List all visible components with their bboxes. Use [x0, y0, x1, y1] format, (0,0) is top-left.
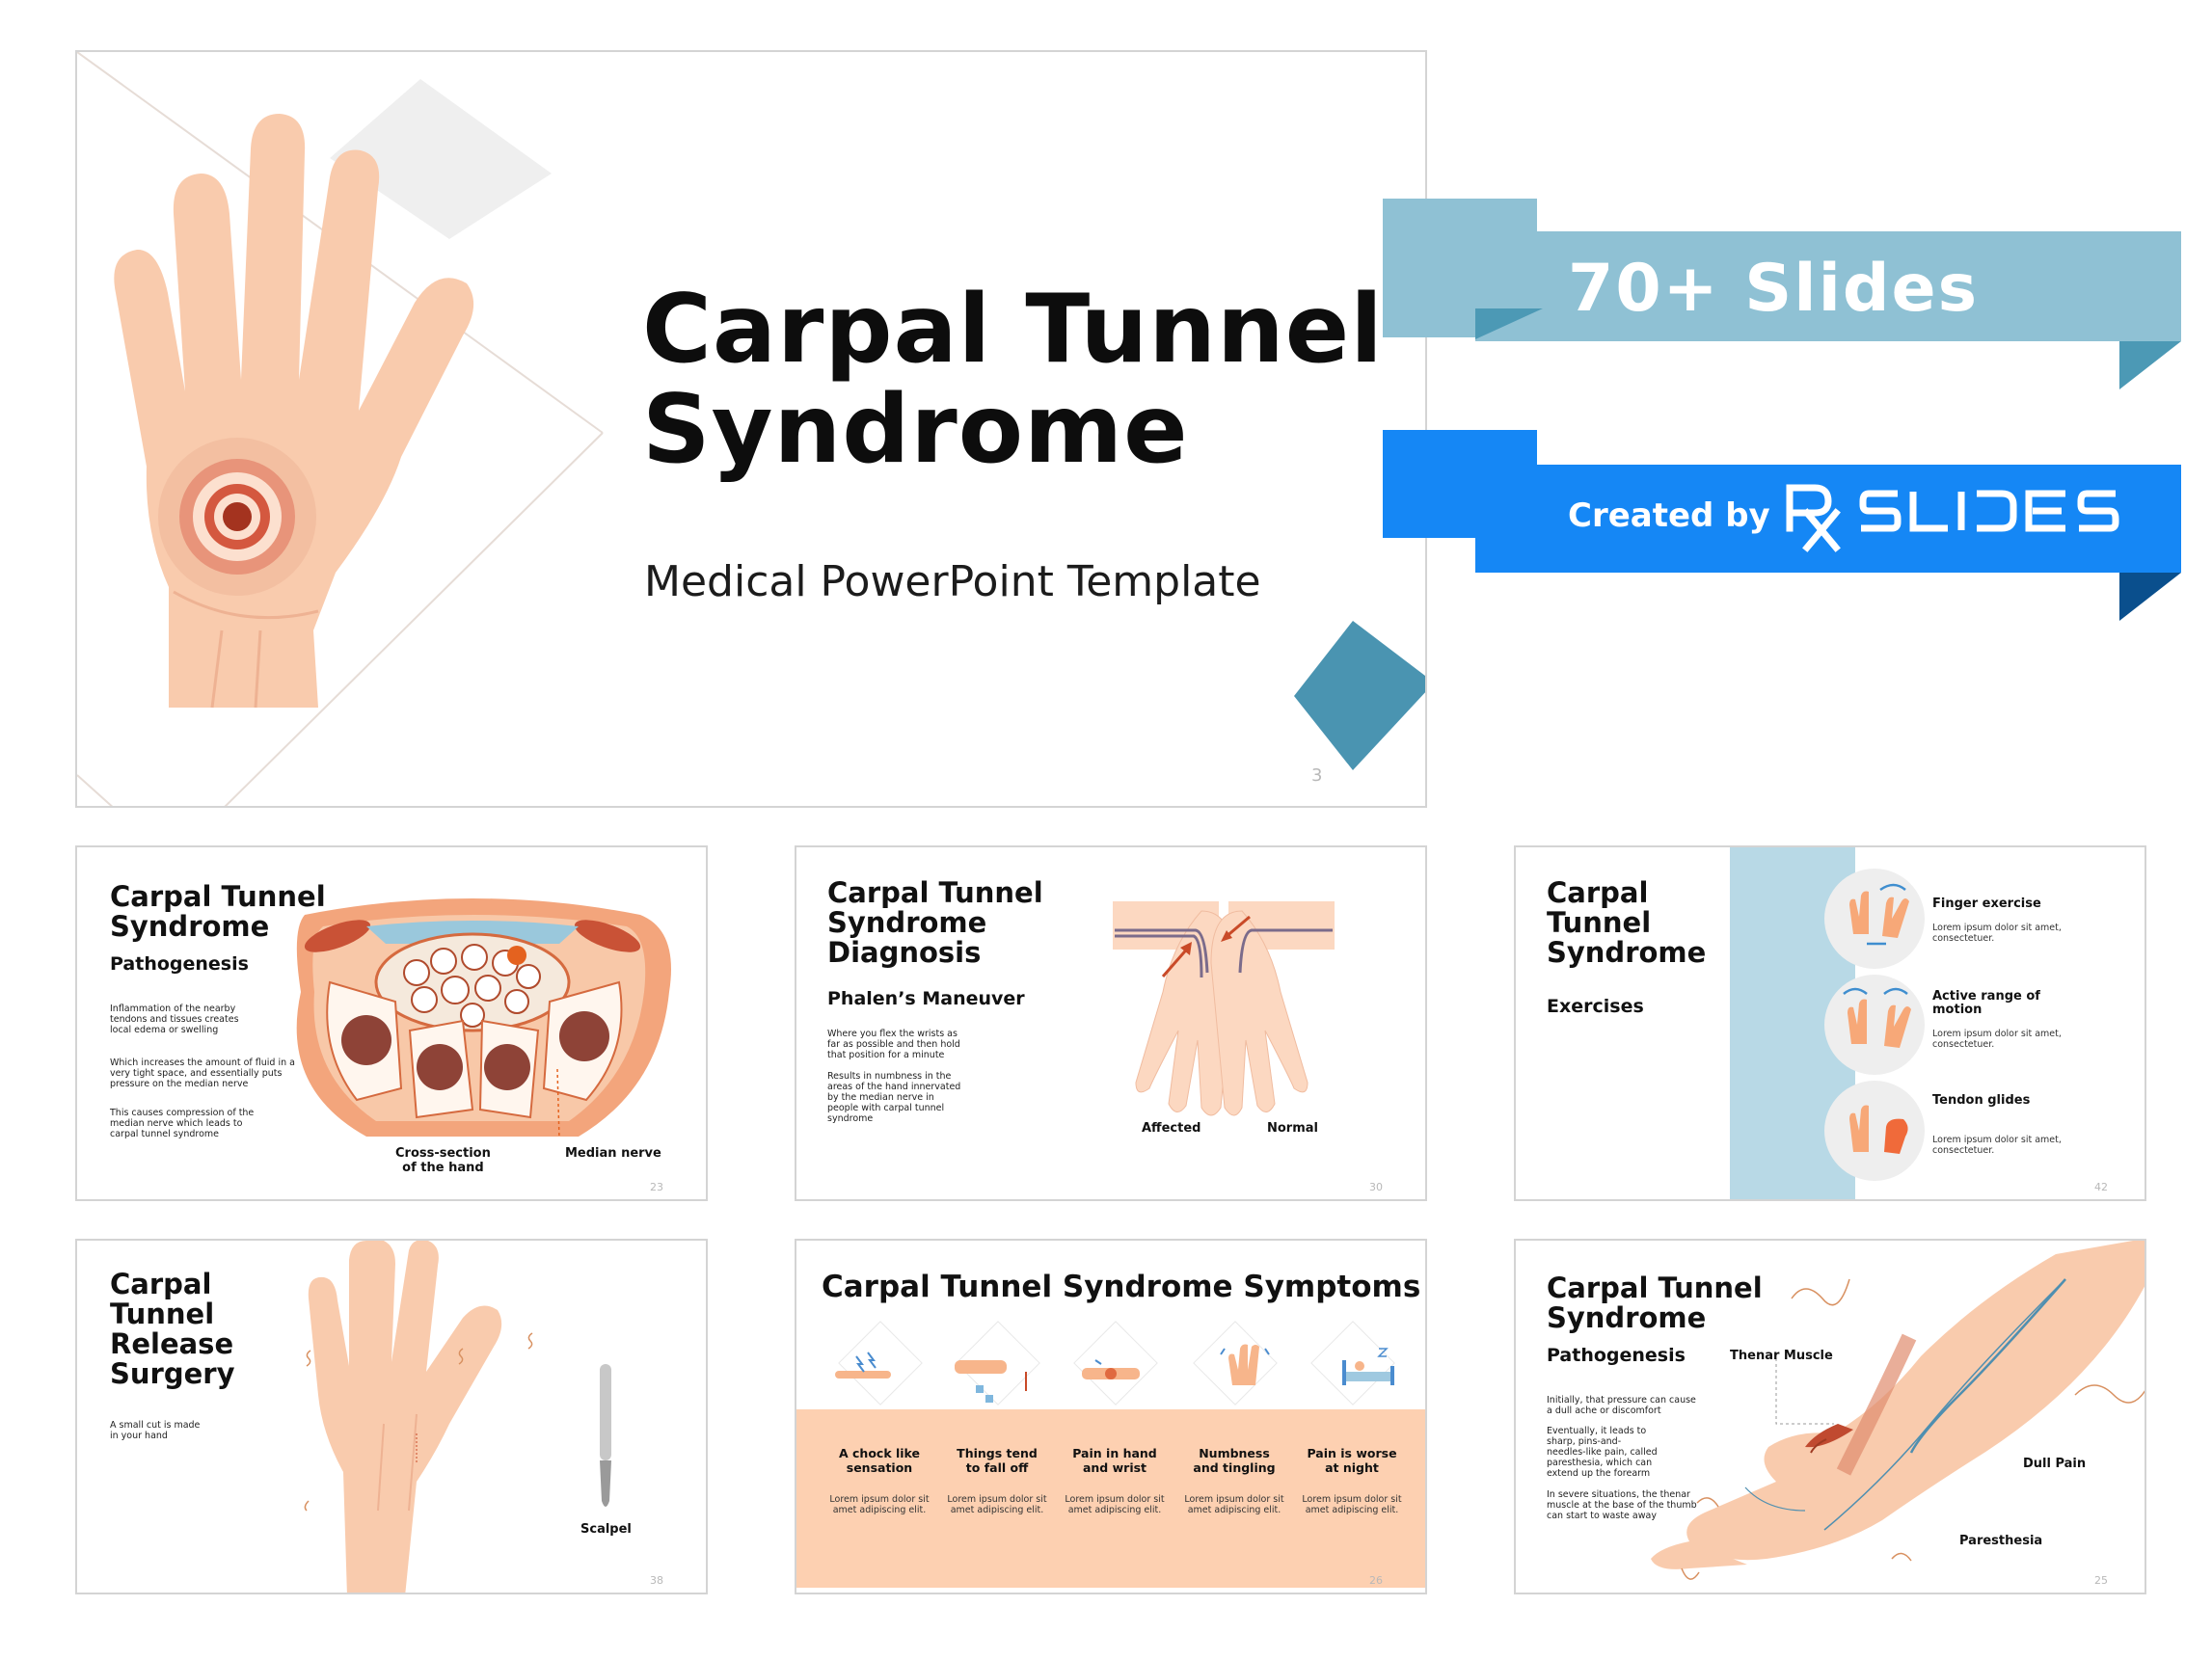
slide-title: Carpal Tunnel Syndrome Symptoms	[822, 1270, 1421, 1304]
teal-diamond-shape	[1294, 621, 1425, 770]
label-affected: Affected	[1142, 1121, 1201, 1136]
slide-subtitle: Exercises	[1547, 996, 1644, 1017]
main-title-slide[interactable]: Carpal Tunnel Syndrome Medical PowerPoin…	[75, 50, 1427, 808]
slide-title: Carpal Tunnel Syndrome	[110, 880, 326, 943]
main-title-line-2: Syndrome	[642, 375, 1189, 485]
wrist-cross-section-illustration	[296, 898, 671, 1139]
grey-diamond-shape	[330, 79, 552, 239]
ribbon-dark-fold-left	[1475, 538, 1543, 571]
slide-number: 38	[650, 1574, 663, 1587]
electric-shock-icon	[835, 1352, 891, 1379]
numb-hand-icon	[1220, 1344, 1270, 1385]
night-pain-bed-icon	[1342, 1348, 1394, 1385]
hand-illustration	[114, 114, 474, 709]
slide-subtitle: Pathogenesis	[110, 953, 249, 975]
surgery-illustration	[304, 1241, 611, 1593]
slide-number: 42	[2094, 1181, 2108, 1193]
ribbon-light-fold-left	[1475, 308, 1537, 337]
exercise-2-body: Lorem ipsum dolor sit amet,consectetuer.	[1932, 1029, 2062, 1050]
slide-number: 25	[2094, 1574, 2108, 1587]
slide-subtitle: Phalen’s Maneuver	[827, 988, 1025, 1009]
label-dull-pain: Dull Pain	[2023, 1457, 2087, 1471]
paragraph-2: Which increases the amount of fluid in a…	[110, 1058, 295, 1089]
rx-logo-icon	[1786, 484, 1841, 552]
symptom-icons	[835, 1344, 1394, 1403]
label-thenar-muscle: Thenar Muscle	[1730, 1349, 1833, 1363]
created-by-label: Created by	[1568, 496, 1770, 535]
label-normal: Normal	[1267, 1121, 1318, 1136]
main-title: Carpal Tunnel Syndrome	[642, 280, 1384, 480]
slide-number: 3	[1311, 765, 1323, 786]
ribbon-dark-fold-right	[2119, 573, 2181, 621]
wrist-pain-icon	[1082, 1359, 1140, 1379]
exercise-3-body: Lorem ipsum dolor sit amet,consectetuer.	[1932, 1135, 2062, 1156]
slide-thumb-pathogenesis[interactable]: Carpal Tunnel Syndrome Pathogenesis Infl…	[75, 845, 708, 1201]
slides-count-label: 70+ Slides	[1568, 251, 1980, 327]
slide-thumb-symptoms[interactable]: Carpal Tunnel Syndrome Symptoms A chock …	[795, 1239, 1427, 1594]
forearm-pain-illustration	[1651, 1241, 2145, 1580]
exercise-1-body: Lorem ipsum dolor sit amet,consectetuer.	[1932, 923, 2062, 944]
exercise-3-heading: Tendon glides	[1932, 1093, 2031, 1108]
exercises-illustration	[1730, 847, 1925, 1199]
ribbon-light-fold-right	[2119, 341, 2181, 389]
slide-number: 30	[1369, 1181, 1383, 1193]
slide-number: 26	[1369, 1574, 1383, 1587]
label-median-nerve: Median nerve	[565, 1146, 661, 1161]
phalen-maneuver-illustration	[1113, 901, 1335, 1116]
falling-objects-icon	[955, 1360, 1027, 1403]
exercise-1-heading: Finger exercise	[1932, 897, 2041, 911]
label-scalpel: Scalpel	[580, 1522, 632, 1537]
main-subtitle: Medical PowerPoint Template	[644, 557, 1261, 606]
main-slide-artwork	[77, 52, 1425, 806]
slides-wordmark	[1859, 490, 2119, 532]
main-title-line-1: Carpal Tunnel	[642, 275, 1384, 385]
symptoms-band	[796, 1409, 1425, 1588]
slide-number: 23	[650, 1181, 663, 1193]
label-paresthesia: Paresthesia	[1959, 1534, 2043, 1548]
slide-subtitle: Pathogenesis	[1547, 1345, 1686, 1366]
